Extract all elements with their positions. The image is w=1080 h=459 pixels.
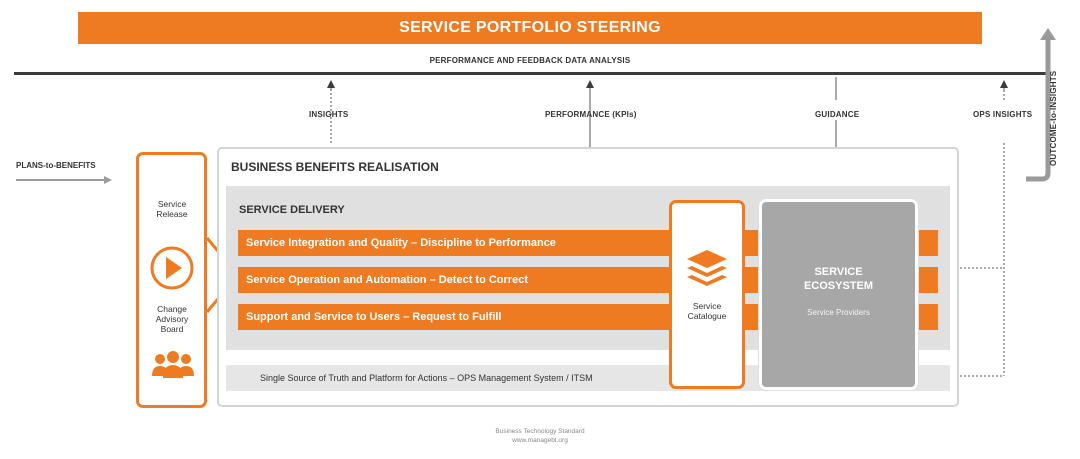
portfolio-steering-banner: SERVICE PORTFOLIO STEERING [78, 12, 982, 44]
delivery-bar-label: Service Operation and Automation – Detec… [246, 274, 528, 286]
service-providers-label: Service Providers [807, 308, 870, 317]
source-of-truth-label: Single Source of Truth and Platform for … [260, 373, 593, 383]
business-benefits-title: BUSINESS BENEFITS REALISATION [231, 160, 439, 174]
ops-insights-arrow [960, 80, 1008, 377]
guidance-label: GUIDANCE [815, 110, 860, 119]
delivery-bar-label: Service Integration and Quality – Discip… [246, 237, 556, 249]
play-icon [150, 246, 194, 290]
return-arrow-icon [1026, 28, 1056, 182]
outcome-to-insights-label: OUTCOME-to-INSIGHTS [1049, 70, 1058, 166]
stack-layers-icon [687, 250, 727, 286]
people-group-icon [152, 351, 194, 378]
insights-label: INSIGHTS [309, 110, 349, 119]
plans-to-benefits-arrow [16, 176, 112, 184]
delivery-bar-label: Support and Service to Users – Request t… [246, 311, 502, 323]
performance-line [14, 72, 1046, 75]
banner-title: SERVICE PORTFOLIO STEERING [399, 19, 661, 36]
service-catalogue-box [669, 200, 745, 389]
footer-url: www.managebt.org [512, 437, 568, 444]
ops-insights-label: OPS INSIGHTS [973, 110, 1033, 119]
service-ecosystem-title: SERVICE ECOSYSTEM [803, 266, 874, 293]
change-board-label: Change Advisory Board [155, 304, 189, 334]
service-ecosystem-box [758, 198, 919, 391]
service-delivery-title: SERVICE DELIVERY [239, 204, 345, 216]
service-release-label: Service Release [156, 199, 188, 219]
plans-to-benefits-label: PLANS-to-BENEFITS [16, 161, 96, 170]
performance-line-label: PERFORMANCE AND FEEDBACK DATA ANALYSIS [429, 56, 631, 65]
footer-title: Business Technology Standard [495, 428, 585, 435]
performance-label: PERFORMANCE (KPIs) [545, 110, 637, 119]
service-catalogue-label: Service Catalogue [687, 301, 727, 321]
